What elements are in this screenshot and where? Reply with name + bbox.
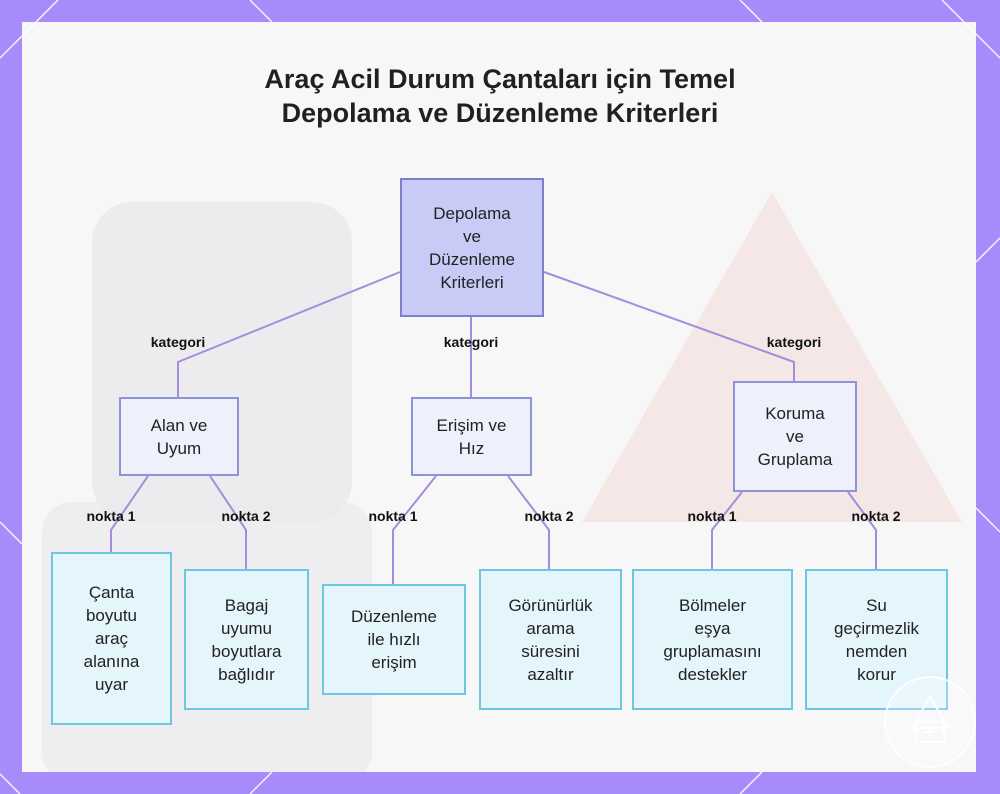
diagram-title-line-2: Depolama ve Düzenleme Kriterleri xyxy=(281,98,719,128)
leaf-node-trunk-fit: Bagaj uyumu boyutlara bağlıdır xyxy=(184,569,309,710)
category-node-space-fit: Alan ve Uyum xyxy=(119,397,239,476)
leaf-node-visibility: Görünürlük arama süresini azaltır xyxy=(479,569,622,710)
leaf-node-line: Çanta xyxy=(88,583,135,602)
leaf-node-line: eşya xyxy=(694,618,731,638)
leaf-node-line: Görünürlük xyxy=(508,595,593,615)
edge-label-point-2: nokta 2 xyxy=(221,508,271,524)
edge-label-category-2: kategori xyxy=(443,334,499,350)
leaf-node-line: süresini xyxy=(521,641,580,661)
leaf-node-line: Düzenleme xyxy=(351,607,437,626)
edge-label-point-2: nokta 2 xyxy=(851,508,901,524)
edge-root-to-protection xyxy=(543,271,795,381)
leaf-node-line: alanına xyxy=(83,652,140,671)
leaf-node-line: erişim xyxy=(371,653,417,672)
root-node-line: ve xyxy=(463,226,481,246)
category-node-access-speed: Erişim ve Hız xyxy=(411,397,532,476)
diagram-title: Araç Acil Durum Çantaları için Temel Dep… xyxy=(0,62,1000,130)
root-node: Depolama ve Düzenleme Kriterleri xyxy=(400,178,544,317)
edge-label-point-1: nokta 1 xyxy=(687,508,737,524)
leaf-node-line: geçirmezlik xyxy=(833,618,920,638)
category-node-line: Hız xyxy=(458,438,485,458)
leaf-node-waterproof: Su geçirmezlik nemden korur xyxy=(805,569,948,710)
category-node-line: Alan ve xyxy=(150,415,208,435)
root-node-line: Kriterleri xyxy=(440,272,504,292)
leaf-node-bag-size: Çanta boyutu araç alanına uyar xyxy=(51,552,172,725)
root-node-line: Düzenleme xyxy=(429,249,515,269)
leaf-node-line: azaltır xyxy=(527,664,574,684)
leaf-node-line: Su xyxy=(866,595,887,615)
leaf-node-quick-access: Düzenleme ile hızlı erişim xyxy=(322,584,466,695)
edge-root-to-space-fit xyxy=(177,271,401,397)
leaf-node-line: araç xyxy=(94,629,129,648)
leaf-node-line: bağlıdır xyxy=(218,664,275,684)
leaf-node-line: destekler xyxy=(678,664,747,684)
edge-space-fit-to-trunk-fit xyxy=(209,475,247,569)
leaf-node-line: nemden xyxy=(845,641,908,661)
edge-access-to-visibility xyxy=(507,475,550,569)
leaf-node-line: korur xyxy=(857,664,896,684)
leaf-node-line: uyar xyxy=(94,675,129,694)
category-node-line: Gruplama xyxy=(757,450,833,469)
edge-label-category-1: kategori xyxy=(150,334,206,350)
leaf-node-line: boyutlara xyxy=(211,641,282,661)
edge-protection-to-compartments xyxy=(711,491,743,569)
category-node-line: Uyum xyxy=(156,438,202,458)
leaf-node-compartments: Bölmeler eşya gruplamasını destekler xyxy=(632,569,793,710)
leaf-node-line: ile hızlı xyxy=(367,630,421,649)
edge-space-fit-to-bag-size xyxy=(110,475,149,552)
edge-protection-to-waterproof xyxy=(847,491,877,569)
leaf-node-line: uyumu xyxy=(220,618,273,638)
diagram-title-line-1: Araç Acil Durum Çantaları için Temel xyxy=(264,64,736,94)
category-node-line: Erişim ve xyxy=(436,415,507,435)
first-aid-kit-watermark-icon xyxy=(884,676,976,768)
category-node-line: ve xyxy=(786,427,804,446)
edge-label-point-1: nokta 1 xyxy=(86,508,136,524)
leaf-node-line: Bagaj xyxy=(224,595,269,615)
edge-access-to-quick-access xyxy=(392,475,437,584)
edge-label-category-3: kategori xyxy=(766,334,822,350)
edge-label-point-2: nokta 2 xyxy=(524,508,574,524)
root-node-line: Depolama xyxy=(433,203,511,223)
category-node-protection-grouping: Koruma ve Gruplama xyxy=(733,381,857,492)
leaf-node-line: boyutu xyxy=(85,606,138,625)
leaf-node-line: arama xyxy=(526,618,575,638)
leaf-node-line: gruplamasını xyxy=(663,641,762,661)
category-node-line: Koruma xyxy=(765,404,825,423)
leaf-node-line: Bölmeler xyxy=(678,595,747,615)
edge-label-point-1: nokta 1 xyxy=(368,508,418,524)
